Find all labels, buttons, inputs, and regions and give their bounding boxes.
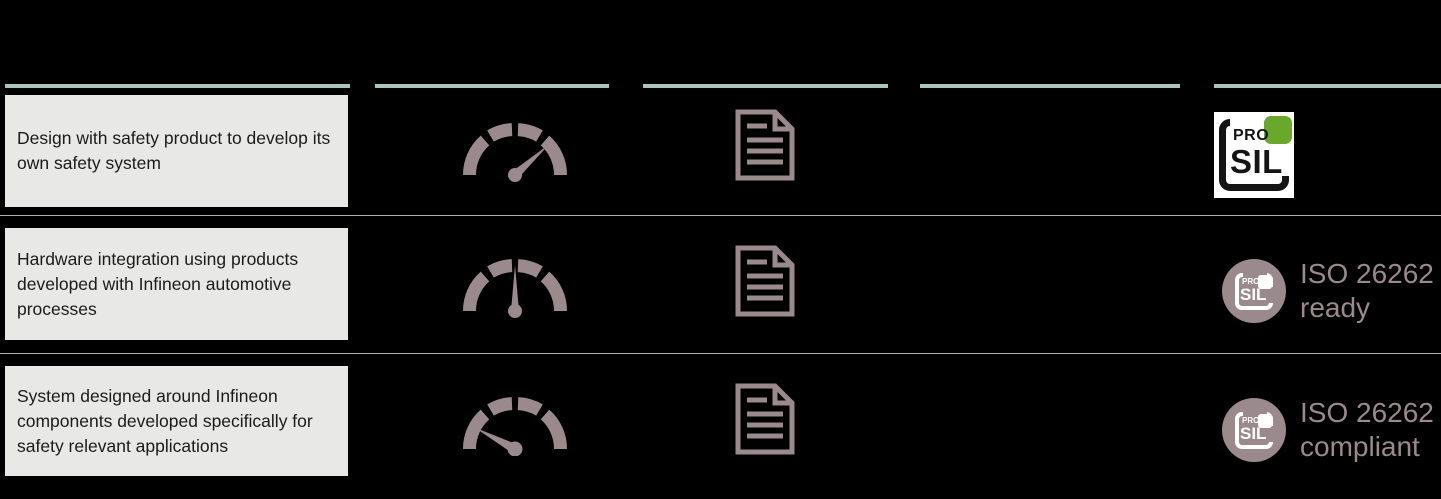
- column-rule-description: [5, 84, 350, 88]
- certification-badge: PRO SIL ISO 26262 ready: [1222, 253, 1434, 329]
- column-rule-gauge: [375, 84, 609, 88]
- prosil-right-gap: [1281, 142, 1293, 176]
- certification-caption-line2: ready: [1300, 292, 1371, 323]
- prosil-right-gap: [1269, 426, 1276, 442]
- gauge-needle: [511, 144, 550, 179]
- document-icon: [715, 228, 815, 333]
- document-icon-svg: [735, 245, 795, 316]
- document-icon-svg: [735, 109, 795, 180]
- certification-caption-line2: compliant: [1300, 431, 1420, 462]
- prosil-sil-text: SIL: [1240, 424, 1267, 443]
- prosil-notch: [1243, 270, 1267, 278]
- prosil-green-square: [1264, 116, 1292, 144]
- row-description: Hardware integration using products deve…: [17, 248, 299, 319]
- table-row: System designed around Infineon componen…: [5, 366, 348, 476]
- column-rule-document: [643, 84, 888, 88]
- gauge-icon: [440, 92, 590, 197]
- row-divider-1: [0, 215, 1441, 216]
- prosil-sil-text: SIL: [1240, 285, 1267, 304]
- row-description: System designed around Infineon componen…: [17, 385, 313, 456]
- certification-caption-line1: ISO 26262: [1300, 397, 1434, 428]
- gauge-icon: [440, 366, 590, 471]
- document-icon: [715, 92, 815, 197]
- row-divider-2: [0, 353, 1441, 354]
- certification-badge: PRO SIL ISO 26262 compliant: [1222, 392, 1434, 468]
- prosil-circle-badge: PRO SIL: [1222, 259, 1286, 323]
- prosil-pro-text: PRO: [1242, 277, 1260, 286]
- row-description: Design with safety product to develop it…: [17, 128, 331, 173]
- gauge-icon-svg: [462, 259, 568, 318]
- prosil-pro-text: PRO: [1242, 416, 1260, 425]
- prosil-sil-text: SIL: [1230, 143, 1283, 180]
- prosil-circle-badge: PRO SIL: [1222, 398, 1286, 462]
- document-icon: [715, 366, 815, 471]
- gauge-icon-svg: [462, 397, 568, 456]
- table-row: Design with safety product to develop it…: [5, 95, 348, 207]
- certification-caption: ISO 26262 compliant: [1300, 396, 1434, 464]
- document-icon-svg: [735, 383, 795, 454]
- gauge-icon: [440, 228, 590, 333]
- gauge-icon-svg: [462, 123, 568, 182]
- certification-caption-line1: ISO 26262: [1300, 258, 1434, 289]
- prosil-square-logo: PRO SIL: [1214, 112, 1294, 198]
- gauge-needle: [511, 265, 519, 311]
- prosil-accent-square: [1258, 414, 1272, 428]
- gauge-needle: [474, 427, 518, 454]
- prosil-notch: [1243, 409, 1267, 417]
- certification-badge: PRO SIL: [1214, 110, 1294, 200]
- prosil-right-gap: [1269, 287, 1276, 303]
- column-rule-blank: [920, 84, 1180, 88]
- prosil-pro-text: PRO: [1233, 127, 1270, 144]
- column-rule-certification: [1214, 84, 1441, 88]
- prosil-accent-square: [1258, 275, 1272, 289]
- certification-caption: ISO 26262 ready: [1300, 257, 1434, 325]
- table-row: Hardware integration using products deve…: [5, 228, 348, 340]
